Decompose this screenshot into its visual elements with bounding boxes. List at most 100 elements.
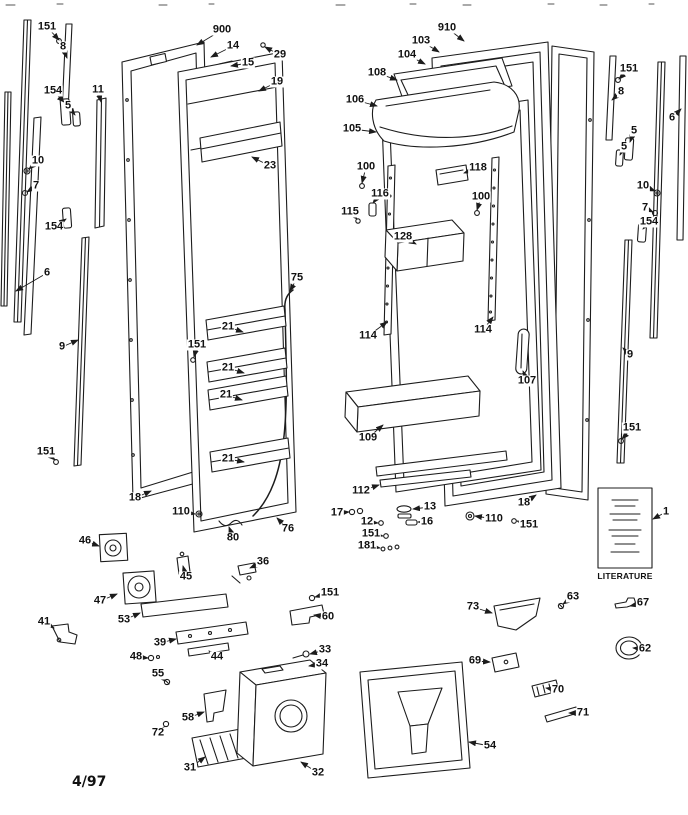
door-handle: [515, 328, 530, 375]
callout-118: 118: [468, 161, 488, 174]
callout-73: 73: [465, 600, 481, 613]
callout-151: 151: [360, 527, 382, 540]
literature-kit: [597, 487, 653, 569]
dispenser-hood: [371, 57, 520, 148]
callout-109: 109: [357, 431, 379, 444]
callout-12: 12: [359, 515, 375, 528]
fresh-food-side-trims: [605, 55, 687, 464]
callout-108: 108: [366, 66, 388, 79]
callout-110: 110: [484, 512, 504, 525]
callout-46: 46: [77, 534, 93, 547]
callout-71: 71: [575, 706, 591, 719]
callout-104: 104: [396, 48, 418, 61]
scan-artifacts: [5, 3, 655, 6]
callout-58: 58: [180, 711, 196, 724]
callout-10: 10: [635, 179, 651, 192]
callout-45: 45: [178, 570, 194, 583]
callout-54: 54: [482, 739, 498, 752]
door-bottom-trims: [375, 450, 508, 488]
callout-31: 31: [182, 761, 198, 774]
callout-18: 18: [516, 496, 532, 509]
callout-13: 13: [422, 500, 438, 513]
callout-21: 21: [220, 320, 236, 333]
date-code: 4/97: [72, 774, 107, 790]
callout-151: 151: [618, 62, 640, 75]
callout-114: 114: [473, 323, 493, 336]
callout-21: 21: [218, 388, 234, 401]
callout-110: 110: [171, 505, 191, 518]
callout-8: 8: [58, 40, 68, 53]
callout-151: 151: [621, 421, 643, 434]
callout-7: 7: [31, 179, 41, 192]
callout-67: 67: [635, 596, 651, 609]
callout-181: 181: [356, 539, 378, 552]
callout-154: 154: [42, 84, 64, 97]
freezer-left-edge-trim: [0, 91, 12, 307]
callout-116: 116: [370, 187, 390, 200]
literature-caption: LITERATURE: [597, 571, 653, 581]
callout-114: 114: [358, 329, 378, 342]
callout-55: 55: [150, 667, 166, 680]
callout-75: 75: [289, 271, 305, 284]
callout-7: 7: [640, 201, 650, 214]
callout-107: 107: [516, 374, 538, 387]
callout-103: 103: [410, 34, 432, 47]
callout-15: 15: [240, 56, 256, 69]
callout-17: 17: [329, 506, 345, 519]
callout-41: 41: [36, 615, 52, 628]
callout-53: 53: [116, 613, 132, 626]
callout-34: 34: [314, 657, 330, 670]
callout-19: 19: [269, 75, 285, 88]
lower-door-bin: [344, 375, 481, 433]
callout-910: 910: [436, 21, 458, 34]
callout-128: 128: [392, 230, 414, 243]
callout-106: 106: [344, 93, 366, 106]
callout-154: 154: [43, 220, 65, 233]
callout-23: 23: [262, 159, 278, 172]
callout-80: 80: [225, 531, 241, 544]
callout-16: 16: [419, 515, 435, 528]
callout-112: 112: [351, 484, 371, 497]
callout-32: 32: [310, 766, 326, 779]
callout-21: 21: [220, 452, 236, 465]
callout-5: 5: [629, 124, 639, 137]
callout-33: 33: [317, 643, 333, 656]
callout-9: 9: [57, 340, 67, 353]
callout-5: 5: [619, 140, 629, 153]
callout-62: 62: [637, 642, 653, 655]
callout-1: 1: [661, 505, 671, 518]
callout-6: 6: [42, 266, 52, 279]
callout-151: 151: [35, 445, 57, 458]
callout-154: 154: [638, 215, 660, 228]
callout-151: 151: [319, 586, 341, 599]
callout-115: 115: [340, 205, 360, 218]
dispenser-parts: [51, 532, 643, 779]
callout-47: 47: [92, 594, 108, 607]
callout-21: 21: [220, 361, 236, 374]
callout-5: 5: [63, 99, 73, 112]
callout-44: 44: [209, 650, 225, 663]
callout-72: 72: [150, 726, 166, 739]
callout-29: 29: [272, 48, 288, 61]
callout-100: 100: [355, 160, 377, 173]
callout-18: 18: [127, 491, 143, 504]
callout-69: 69: [467, 654, 483, 667]
callout-151: 151: [518, 518, 540, 531]
callout-10: 10: [30, 154, 46, 167]
callout-60: 60: [320, 610, 336, 623]
callout-6: 6: [667, 111, 677, 124]
callout-48: 48: [128, 650, 144, 663]
callout-8: 8: [616, 85, 626, 98]
callout-11: 11: [91, 83, 105, 96]
callout-36: 36: [255, 555, 271, 568]
callout-39: 39: [152, 636, 168, 649]
callout-900: 900: [211, 23, 233, 36]
callout-100: 100: [470, 190, 492, 203]
callout-14: 14: [225, 39, 241, 52]
callout-70: 70: [550, 683, 566, 696]
callout-63: 63: [565, 590, 581, 603]
callout-151: 151: [186, 338, 208, 351]
callout-151: 151: [36, 20, 58, 33]
